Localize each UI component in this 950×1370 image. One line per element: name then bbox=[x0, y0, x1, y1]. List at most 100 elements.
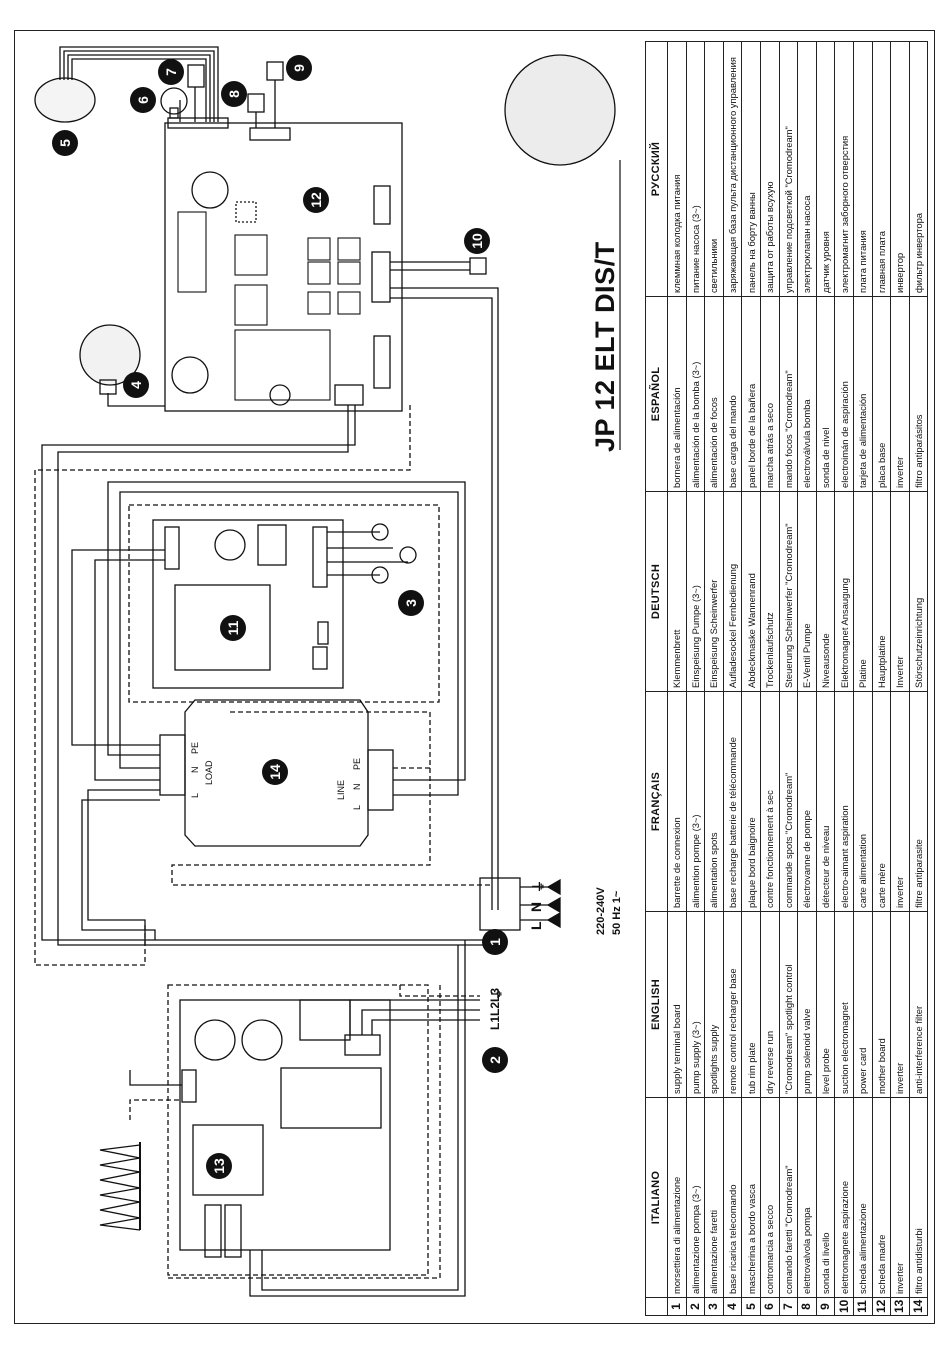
legend-cell-de: Klemmenbrett bbox=[667, 491, 687, 692]
legend-header-es: ESPAÑOL bbox=[645, 296, 668, 492]
legend-cell-en: power card bbox=[853, 911, 873, 1098]
legend-cell-de: Abdeckmaske Wannenrand bbox=[741, 491, 761, 692]
legend-cell-ru: главная плата bbox=[872, 41, 891, 297]
legend-cell-ru: клеммная колодка питания bbox=[667, 41, 687, 297]
filter-line-l: L bbox=[352, 804, 362, 810]
legend-header-num bbox=[645, 1297, 668, 1316]
legend-cell-fr: electro-aimant aspiration bbox=[834, 691, 854, 912]
legend-cell-de: Einspeisung Scheinwerfer bbox=[704, 491, 724, 692]
legend-cell-fr: alimention pompe (3~) bbox=[686, 691, 705, 912]
legend-header-en: ENGLISH bbox=[645, 911, 668, 1098]
legend-cell-fr: inverter bbox=[890, 691, 910, 912]
legend-cell-es: base carga del mando bbox=[723, 296, 742, 492]
filter-load-l: L bbox=[190, 792, 200, 798]
legend-cell-ru: защита от работы всухую bbox=[760, 41, 780, 297]
legend-cell-n: 4 bbox=[723, 1297, 742, 1316]
legend-cell-en: spotlights supply bbox=[704, 911, 724, 1098]
legend-cell-en: pump supply (3~) bbox=[686, 911, 705, 1098]
legend-cell-fr: alimentation spots bbox=[704, 691, 724, 912]
legend-cell-es: electroimán de aspiración bbox=[834, 296, 854, 492]
legend-cell-de: Niveausonde bbox=[816, 491, 835, 692]
callout-6: 6 bbox=[130, 87, 156, 113]
callout-14: 14 bbox=[262, 759, 288, 785]
legend-cell-n: 3 bbox=[704, 1297, 724, 1316]
supply-n-label: N bbox=[528, 901, 544, 912]
legend-cell-fr: base recharge batterie de télécommande bbox=[723, 691, 742, 912]
legend-cell-en: pump solenoid valve bbox=[797, 911, 817, 1098]
filter-line-pe: PE bbox=[352, 757, 362, 770]
callout-7: 7 bbox=[158, 59, 184, 85]
callout-1: 1 bbox=[482, 929, 508, 955]
legend-cell-fr: filtre antiparasite bbox=[909, 691, 928, 912]
legend-cell-es: inverter bbox=[890, 296, 910, 492]
supply-frequency: 50 Hz 1~ bbox=[611, 890, 623, 935]
callout-11: 11 bbox=[220, 615, 246, 641]
legend-cell-it: morsettiera di alimentazione bbox=[667, 1097, 687, 1298]
legend-cell-es: filtro antiparásitos bbox=[909, 296, 928, 492]
legend-cell-fr: électrovanne de pompe bbox=[797, 691, 817, 912]
legend-cell-ru: инвертор bbox=[890, 41, 910, 297]
legend-cell-it: inverter bbox=[890, 1097, 910, 1298]
pump-earth-icon: ⏚ bbox=[490, 987, 504, 1000]
legend-header-it: ITALIANO bbox=[645, 1097, 668, 1298]
legend-cell-it: scheda alimentazione bbox=[853, 1097, 873, 1298]
legend-cell-de: Steuerung Scheinwerfer "Cromodream" bbox=[779, 491, 798, 692]
legend-cell-en: inverter bbox=[890, 911, 910, 1098]
legend-cell-ru: светильники bbox=[704, 41, 724, 297]
legend-cell-ru: управление подсветкой "Cromodream" bbox=[779, 41, 798, 297]
legend-cell-ru: питание насоса (3~) bbox=[686, 41, 705, 297]
callout-10: 10 bbox=[464, 228, 490, 254]
legend-cell-es: alimentación de la bomba (3~) bbox=[686, 296, 705, 492]
legend-cell-es: panel borde de la bañera bbox=[741, 296, 761, 492]
legend-cell-en: mother board bbox=[872, 911, 891, 1098]
callout-3: 3 bbox=[398, 590, 424, 616]
callout-12: 12 bbox=[303, 187, 329, 213]
legend-cell-de: Platine bbox=[853, 491, 873, 692]
legend-cell-en: level probe bbox=[816, 911, 835, 1098]
legend-cell-en: anti-interference filter bbox=[909, 911, 928, 1098]
legend-cell-en: tub rim plate bbox=[741, 911, 761, 1098]
filter-line-n: N bbox=[352, 783, 362, 791]
legend-cell-en: supply terminal board bbox=[667, 911, 687, 1098]
legend-cell-fr: détecteur de niveau bbox=[816, 691, 835, 912]
legend-cell-ru: фильтр инвертора bbox=[909, 41, 928, 297]
legend-cell-it: elettrovalvola pompa bbox=[797, 1097, 817, 1298]
mother-board-outline bbox=[164, 122, 403, 412]
legend-cell-it: comando faretti "Cromodream" bbox=[779, 1097, 798, 1298]
legend-cell-it: mascherina a bordo vasca bbox=[741, 1097, 761, 1298]
legend-cell-n: 10 bbox=[834, 1297, 854, 1316]
legend-cell-n: 6 bbox=[760, 1297, 780, 1316]
legend-cell-en: remote control recharger base bbox=[723, 911, 742, 1098]
legend-cell-ru: плата питания bbox=[853, 41, 873, 297]
callout-2: 2 bbox=[482, 1047, 508, 1073]
legend-cell-de: E-Ventil Pumpe bbox=[797, 491, 817, 692]
legend-cell-fr: plaque bord baignoire bbox=[741, 691, 761, 912]
legend-cell-es: mando focos "Cromodream" bbox=[779, 296, 798, 492]
legend-cell-es: sonda de nivel bbox=[816, 296, 835, 492]
legend-cell-ru: электроклапан насоса bbox=[797, 41, 817, 297]
legend-cell-it: alimentazione faretti bbox=[704, 1097, 724, 1298]
legend-header-ru: РУССКИЙ bbox=[645, 41, 668, 297]
diagram-title: JP 12 ELT DIS/T bbox=[590, 241, 620, 452]
legend-cell-en: suction electromagnet bbox=[834, 911, 854, 1098]
legend-cell-es: bornera de alimentación bbox=[667, 296, 687, 492]
legend-header-de: DEUTSCH bbox=[645, 491, 668, 692]
filter-load-n: N bbox=[190, 766, 200, 774]
legend-table: ITALIANO ENGLISH FRANÇAIS DEUTSCH ESPAÑO… bbox=[645, 41, 928, 1316]
legend-header-row: ITALIANO ENGLISH FRANÇAIS DEUTSCH ESPAÑO… bbox=[645, 41, 668, 1316]
legend-cell-de: Elektromagnet Ansaugung bbox=[834, 491, 854, 692]
legend-cell-fr: barrette de connexion bbox=[667, 691, 687, 912]
supply-l-label: L bbox=[528, 921, 544, 930]
legend-cell-n: 7 bbox=[779, 1297, 798, 1316]
callout-9: 9 bbox=[286, 55, 312, 81]
supply-earth-icon: ⏚ bbox=[531, 879, 546, 893]
callout-4: 4 bbox=[123, 372, 149, 398]
